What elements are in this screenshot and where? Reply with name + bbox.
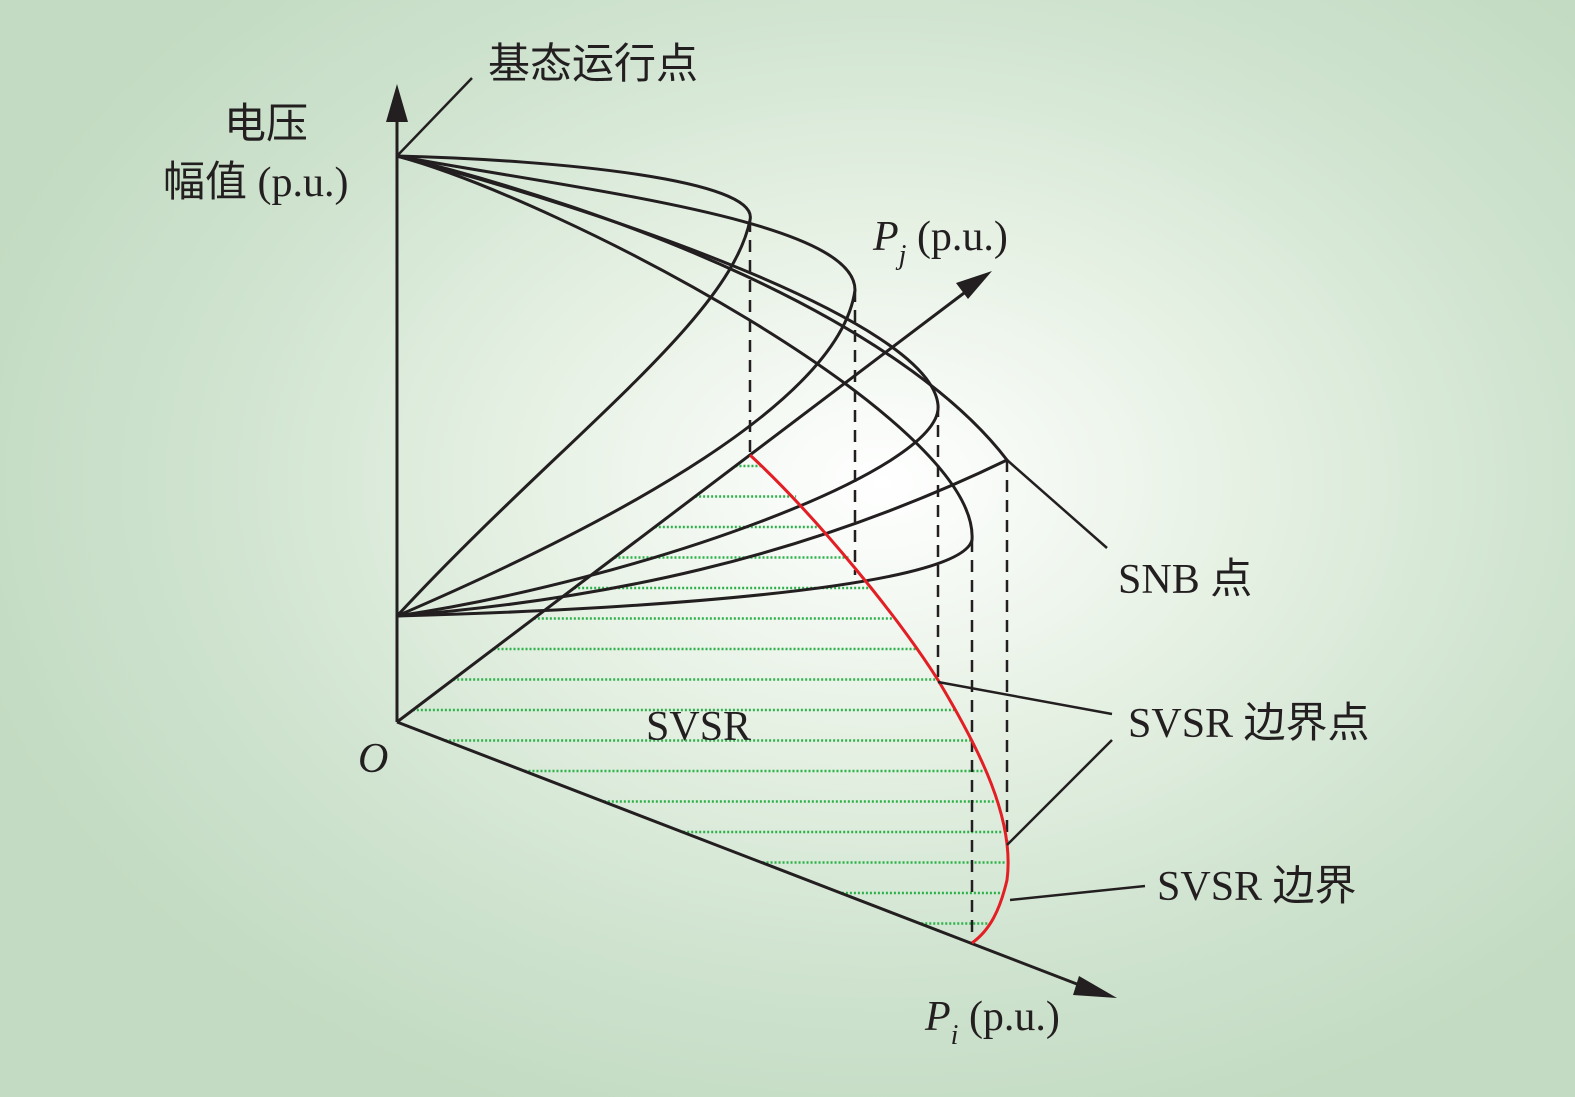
base-point-label: 基态运行点 [488,42,698,88]
svsr-boundary-point-label: SVSR 边界点 [1128,701,1370,747]
pi-axis [396,720,1096,993]
pj-unit: (p.u.) [906,214,1007,260]
svsr-boundary-curve [748,453,1010,945]
svsr-region-hatching [412,464,1007,925]
pv-curve-5 [396,154,1010,618]
boundary-leader [1009,884,1146,902]
pi-axis-label: Pi (p.u.) [924,994,1060,1051]
pi-variable: P [924,994,951,1040]
pv-curve-3 [396,154,940,618]
pi-unit: (p.u.) [958,994,1059,1040]
voltage-axis-label-line2: 幅值 (p.u.) [163,160,348,206]
voltage-axis-arrowhead [386,84,408,122]
snb-point-leader [1006,459,1108,549]
voltage-axis-label-line1: 电压 [224,102,308,148]
pj-subscript: j [896,240,907,271]
pi-subscript: i [951,1020,959,1051]
base-point-leader [396,77,473,157]
pj-variable: P [872,214,899,260]
pj-axis [396,285,973,724]
axes [386,84,1117,998]
svsr-boundary-label: SVSR 边界 [1157,864,1357,910]
svsr-region-label: SVSR [646,704,751,750]
pj-axis-arrowhead [956,271,992,299]
boundary-point-leader [937,680,1113,716]
pv-curve-1 [395,154,752,618]
origin-label: O [358,736,388,782]
pj-axis-label: Pj (p.u.) [872,214,1008,271]
pi-axis-arrowhead [1073,976,1117,998]
pv-curve-4 [396,154,974,618]
boundary-point-leader-2 [1006,739,1113,846]
leader-lines [396,77,1146,902]
snb-point-label: SNB 点 [1118,557,1252,603]
